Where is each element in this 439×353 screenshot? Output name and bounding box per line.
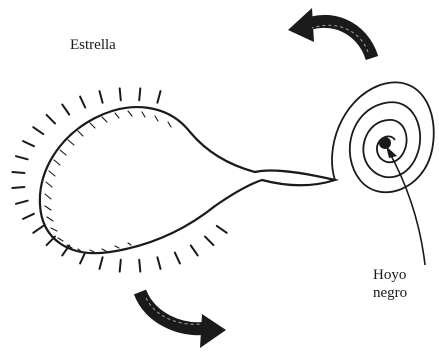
radiance-dash [217, 226, 227, 233]
star-body [40, 107, 335, 253]
radiance-dash [139, 260, 140, 272]
radiance-dash [62, 105, 69, 115]
black-hole-label-line1: Hoyo [373, 266, 407, 284]
radiance-dash [16, 201, 28, 204]
radiance-dash [33, 127, 43, 134]
radiance-dash [80, 253, 85, 264]
black-hole-label: Hoyo negro [373, 266, 407, 302]
star-radiance-rays [12, 88, 226, 271]
radiance-dash [157, 91, 160, 103]
radiance-dash [12, 172, 24, 173]
black-hole-core [379, 137, 391, 149]
radiance-dash [191, 246, 198, 256]
black-hole-pointer-line [388, 150, 425, 265]
radiance-dash [175, 253, 180, 264]
radiance-dash [120, 88, 121, 100]
accretion-spiral [332, 82, 434, 192]
radiance-dash [100, 257, 103, 269]
radiance-dash [205, 237, 213, 246]
bottom-rotation-arrow-icon [140, 292, 226, 348]
radiance-dash [23, 214, 34, 219]
radiance-dash [33, 226, 43, 233]
black-hole-pointer-arrowhead [386, 146, 397, 158]
radiance-dash [23, 141, 34, 146]
radiance-dash [100, 91, 103, 103]
star-label: Estrella [70, 36, 116, 54]
radiance-dash [139, 88, 140, 100]
radiance-dash [80, 97, 85, 108]
black-hole-label-line2: negro [373, 284, 407, 302]
radiance-dash [16, 156, 28, 159]
top-rotation-arrow-icon [288, 8, 372, 58]
radiance-dash [120, 260, 121, 272]
radiance-dash [12, 187, 24, 188]
radiance-dash [47, 115, 55, 124]
radiance-dash [157, 257, 160, 269]
star-hatching [45, 111, 171, 252]
